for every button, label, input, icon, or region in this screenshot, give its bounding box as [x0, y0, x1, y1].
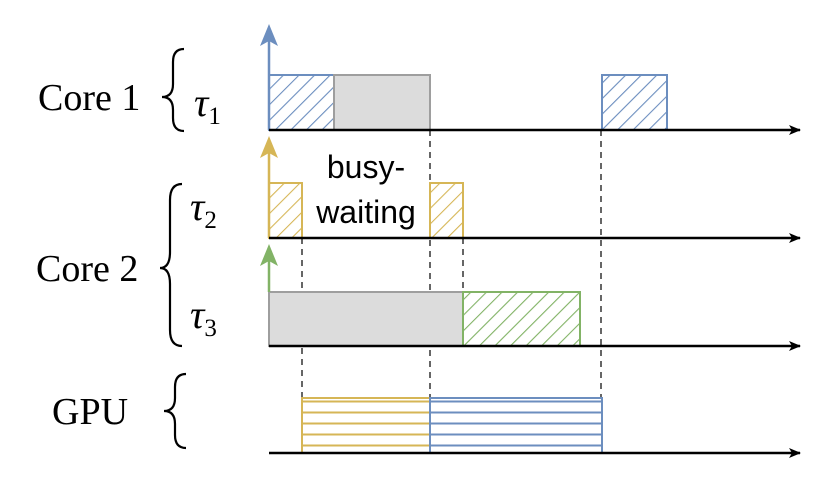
gpu-exec-tau2 — [301, 397, 431, 454]
label-tau2-sub: 2 — [204, 207, 217, 234]
tau3-exec — [462, 291, 581, 347]
row-tau2 — [260, 136, 801, 243]
label-gpu: GPU — [52, 391, 128, 433]
label-core1: Core 1 — [38, 77, 140, 119]
label-tau1-sub: 1 — [208, 103, 221, 130]
label-busy-waiting-2: waiting — [315, 194, 416, 230]
row-tau3 — [260, 244, 801, 351]
braces — [159, 47, 187, 450]
tau3-blocked — [268, 291, 464, 347]
tau2-release-arrowhead — [260, 136, 278, 158]
tau1-release-arrowhead — [260, 24, 278, 46]
label-core2: Core 2 — [36, 248, 138, 290]
row-tau1 — [260, 24, 801, 135]
tau2-exec-2 — [429, 182, 464, 239]
label-tau3: τ3 — [190, 292, 217, 342]
tau2-exec-1 — [268, 182, 303, 239]
tau1-exec-2 — [601, 74, 668, 131]
tau1-exec-1 — [268, 74, 335, 131]
brace-core1 — [161, 47, 185, 133]
brace-core2 — [159, 182, 183, 348]
label-busy-waiting-1: busy- — [327, 149, 405, 185]
brace-gpu — [163, 372, 187, 450]
label-tau2: τ2 — [190, 184, 217, 234]
label-tau3-sub: 3 — [204, 315, 217, 342]
label-tau1: τ1 — [194, 80, 221, 130]
tau3-release-arrowhead — [260, 244, 278, 266]
tau1-blocked — [333, 74, 431, 131]
row-gpu — [269, 397, 801, 458]
gpu-exec-tau1 — [429, 397, 603, 454]
